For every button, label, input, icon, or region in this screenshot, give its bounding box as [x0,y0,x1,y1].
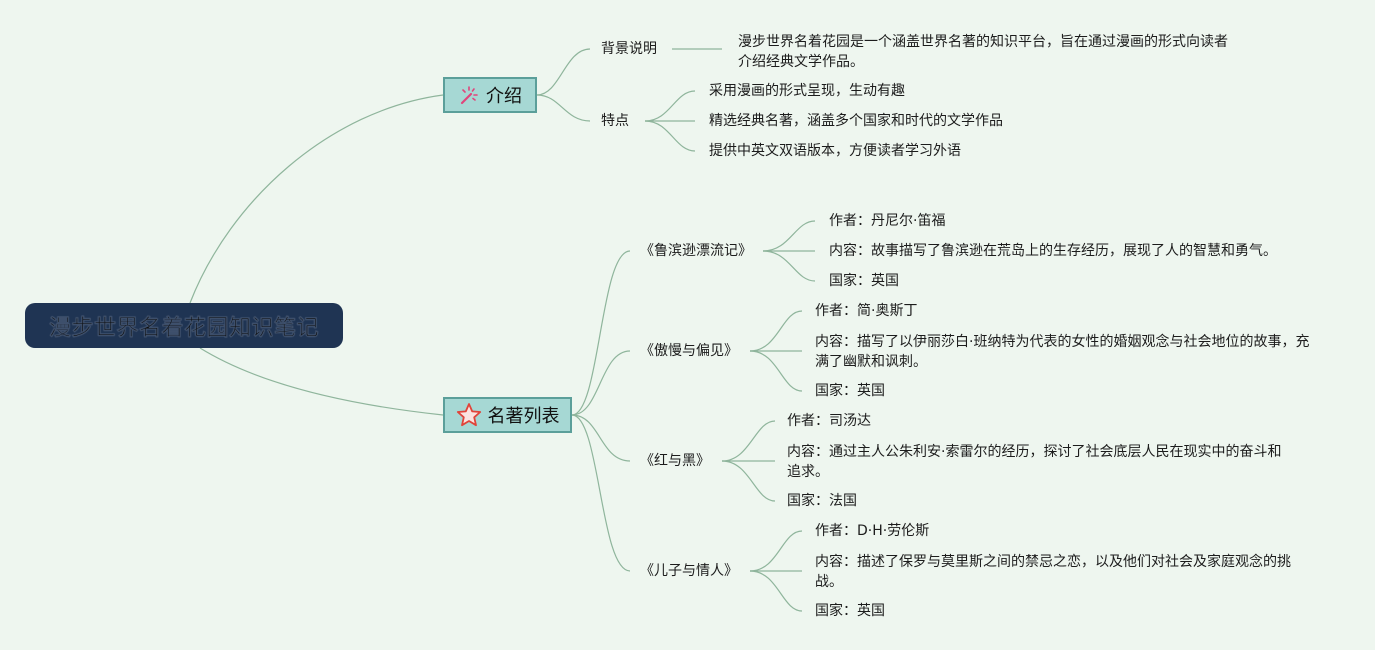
connector-root-books [199,347,444,416]
topic-intro[interactable]: 介绍 [443,77,537,113]
book-country[interactable]: 国家：英国 [829,273,899,289]
feature-item[interactable]: 采用漫画的形式呈现，生动有趣 [709,83,905,99]
book-content[interactable]: 内容：通过主人公朱利安·索雷尔的经历，探讨了社会底层人民在现实中的奋斗和追求。 [787,444,1282,480]
connector-intro-features [536,94,591,122]
connector-book1-author [762,220,816,252]
book-content[interactable]: 内容：故事描写了鲁滨逊在荒岛上的生存经历，展现了人的智慧和勇气。 [829,243,1277,259]
star-icon [456,403,481,427]
book-content[interactable]: 内容：描写了以伊丽莎白·班纳特为代表的女性的婚姻观念与社会地位的故事，充满了幽默… [815,334,1310,370]
connector-intro-background [536,48,591,96]
root-title: 漫步世界名着花园知识笔记 [48,315,319,341]
book-author[interactable]: 作者：司汤达 [787,413,871,429]
connector-book4-country [749,570,803,612]
connector-books-book2 [571,350,631,416]
connector-book3-author [721,420,776,462]
book-title[interactable]: 《鲁滨逊漂流记》 [640,243,752,259]
connector-book2-country [749,350,803,392]
connector-book1-country [762,250,816,282]
connector-book3-country [721,460,776,502]
book-country[interactable]: 国家：法国 [787,493,857,509]
connector-feature-3 [644,120,696,152]
feature-item[interactable]: 提供中英文双语版本，方便读者学习外语 [709,143,961,159]
connector-feature-1 [644,90,696,122]
feature-item[interactable]: 精选经典名著，涵盖多个国家和时代的文学作品 [709,113,1003,129]
book-title[interactable]: 《儿子与情人》 [640,563,738,579]
connector-book4-author [749,530,803,572]
connector-books-book3 [571,414,631,462]
root-topic[interactable]: 漫步世界名着花园知识笔记 [25,303,343,348]
background-text[interactable]: 漫步世界名着花园是一个涵盖世界名著的知识平台，旨在通过漫画的形式向读者介绍经典文… [738,34,1228,70]
book-country[interactable]: 国家：英国 [815,603,885,619]
subtopic-features[interactable]: 特点 [601,113,629,129]
subtopic-background[interactable]: 背景说明 [601,41,657,57]
book-author[interactable]: 作者：丹尼尔·笛福 [829,213,946,229]
book-author[interactable]: 作者：D·H·劳伦斯 [815,523,930,539]
connector-books-book1 [571,250,631,416]
connector-book2-author [749,310,803,352]
book-author[interactable]: 作者：简·奥斯丁 [815,303,918,319]
magic-wand-icon [460,86,478,105]
connector-books-book4 [571,414,631,572]
topic-books-label: 名著列表 [487,406,560,427]
book-title[interactable]: 《傲慢与偏见》 [640,343,738,359]
book-title[interactable]: 《红与黑》 [640,453,710,469]
topic-books[interactable]: 名著列表 [443,397,572,433]
topic-intro-label: 介绍 [486,86,522,107]
connector-root-intro [189,94,444,304]
book-content[interactable]: 内容：描述了保罗与莫里斯之间的禁忌之恋，以及他们对社会及家庭观念的挑战。 [815,554,1291,590]
book-country[interactable]: 国家：英国 [815,383,885,399]
